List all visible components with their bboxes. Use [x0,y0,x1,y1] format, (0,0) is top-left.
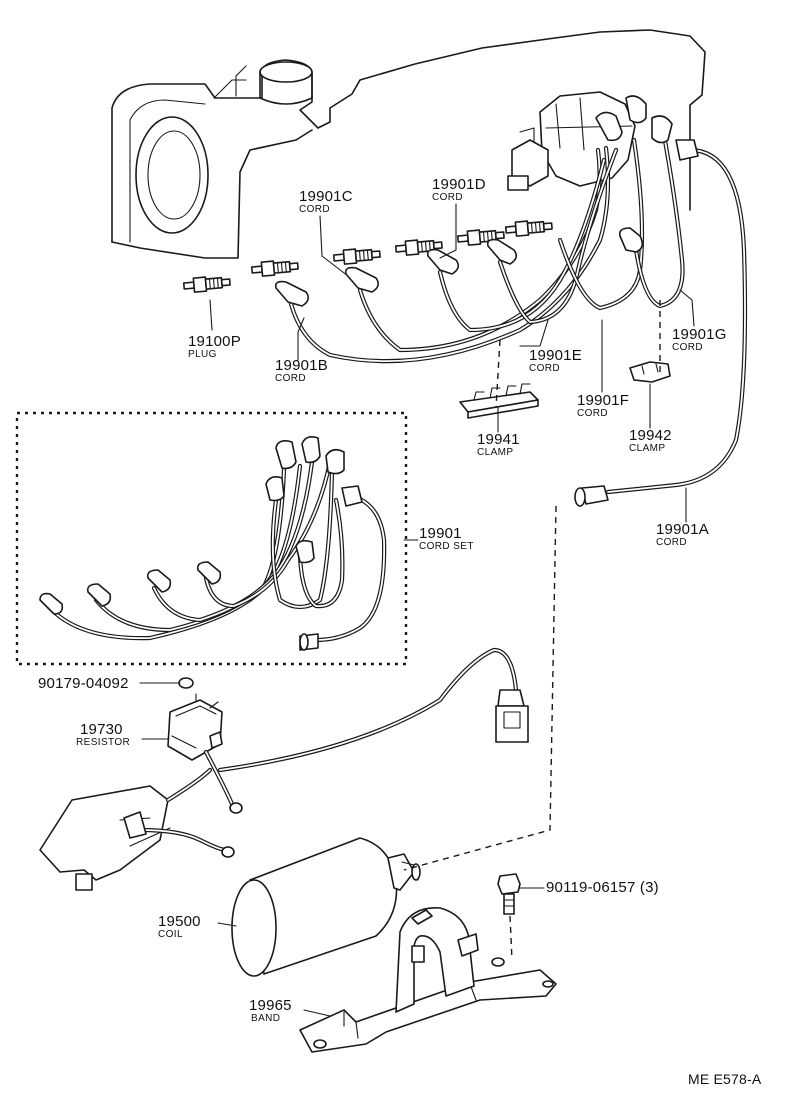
spark-plug-6 [504,220,553,237]
part-number-19100P: 19100P [188,333,241,350]
part-name-cord-d: CORD [432,192,464,203]
part-number-19901D: 19901D [432,176,486,193]
leader-lines [139,203,695,1017]
part-number-19901: 19901 [419,525,462,542]
spark-plug-5 [456,229,505,246]
part-name-resistor: RESISTOR [76,737,131,748]
band-drawing [299,907,557,1053]
spark-plug-2 [250,260,299,277]
part-number-19901A: 19901A [656,521,709,538]
part-number-19500: 19500 [158,913,201,930]
part-number-19901B: 19901B [275,357,328,374]
part-name-cord-g: CORD [672,342,704,353]
part-number-19901C: 19901C [299,188,353,205]
part-number-19730: 19730 [80,721,123,738]
connection-lines [403,300,661,961]
spark-plug-group [182,220,553,293]
part-name-coil: COIL [158,929,183,940]
drawing-code: ME E578-A [688,1071,762,1087]
resistor-drawing [39,647,529,891]
part-number-19901E: 19901E [529,347,582,364]
part-number-19901G: 19901G [672,326,727,343]
part-number-19901F: 19901F [577,392,630,409]
part-number-19942: 19942 [629,427,672,444]
spark-plug-1 [182,276,231,293]
part-name-cord-e: CORD [529,363,561,374]
engine-block [111,29,706,259]
coil-drawing [231,837,421,977]
part-name-cord-b: CORD [275,373,307,384]
part-name-cord-f: CORD [577,408,609,419]
part-number-19965: 19965 [249,997,292,1014]
part-number-90179-04092: 90179-04092 [38,675,129,692]
spark-plug-4 [394,239,443,256]
part-name-plug: PLUG [188,349,217,360]
cord-set-drawing [39,436,387,651]
spark-plug-3 [332,248,381,265]
part-name-band: BAND [251,1013,281,1024]
bolt-drawing [497,873,521,915]
cord-set-box [15,411,408,666]
part-name-cord-c: CORD [299,204,331,215]
part-number-19941: 19941 [477,431,520,448]
part-name-clamp-19941: CLAMP [477,447,514,458]
clamp-19941-drawing [459,383,539,419]
part-name-cord-a: CORD [656,537,688,548]
spark-plug-cords [274,95,748,507]
clamp-19942-drawing [629,361,671,383]
part-name-clamp-19942: CLAMP [629,443,666,454]
part-name-cord-set: CORD SET [419,541,474,552]
part-number-90119-06157: 90119-06157 (3) [546,879,659,896]
